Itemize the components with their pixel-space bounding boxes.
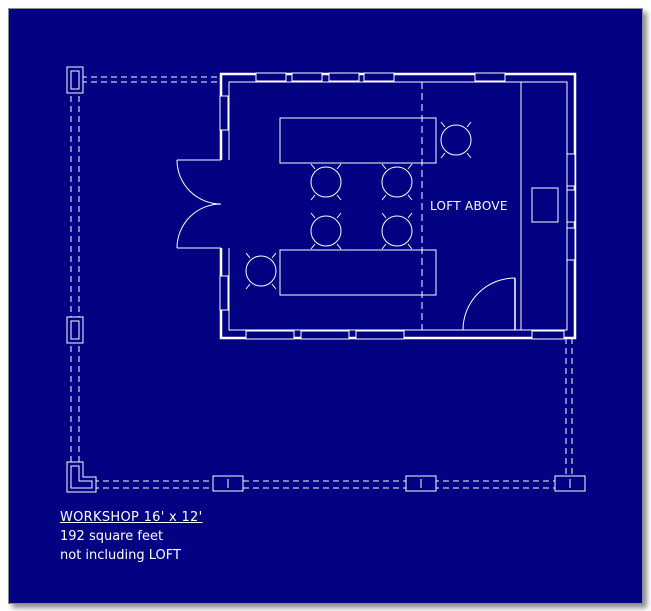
note-text: not including LOFT xyxy=(60,548,181,563)
area-text: 192 square feet xyxy=(60,529,164,544)
exterior-wall-outer xyxy=(219,72,577,340)
window-icon xyxy=(219,95,229,311)
door-swing-icon xyxy=(176,159,222,249)
stool-icon xyxy=(245,121,472,290)
plan-title: WORKSHOP 16' x 12' xyxy=(60,510,203,525)
blueprint-frame xyxy=(8,8,643,604)
workbench-top xyxy=(279,117,437,164)
window-icon xyxy=(255,72,506,82)
window-icon xyxy=(566,153,576,261)
post-icon xyxy=(66,66,586,493)
loft-label: LOFT ABOVE xyxy=(430,199,508,213)
door-swing-icon xyxy=(462,277,516,331)
porch-outline xyxy=(70,76,583,489)
workbench-bottom xyxy=(279,249,437,296)
window-icon xyxy=(245,330,565,340)
door-opening xyxy=(219,160,230,248)
sink-icon xyxy=(531,187,559,223)
